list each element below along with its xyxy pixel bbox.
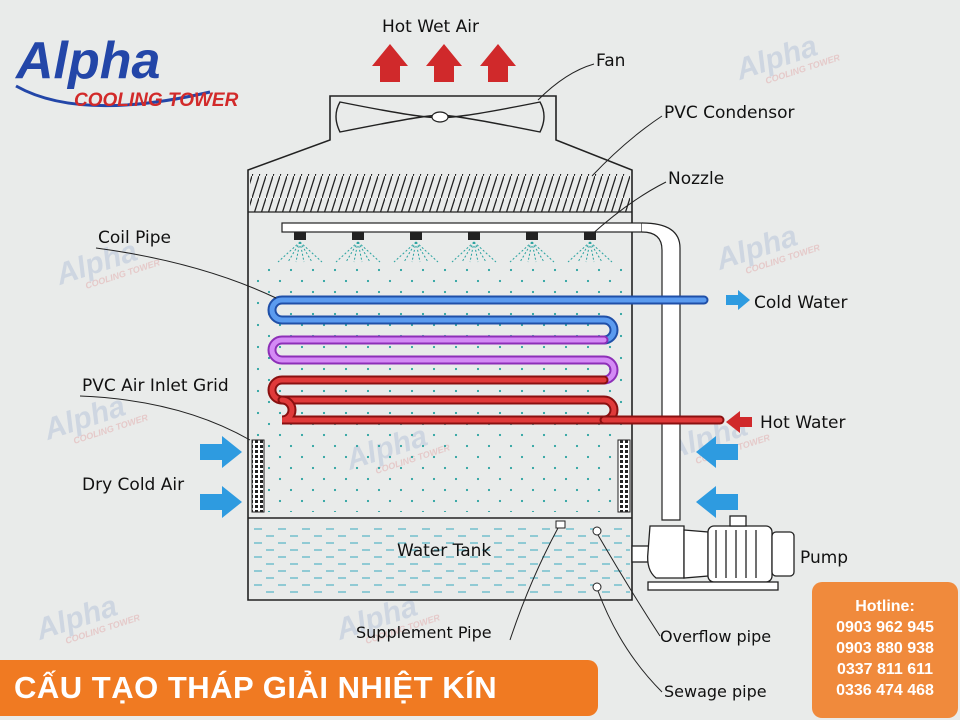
nozzle-label: Nozzle	[668, 169, 724, 189]
fan	[335, 101, 545, 133]
sewage-pipe-label: Sewage pipe	[664, 682, 767, 701]
pvc-condensor	[250, 174, 630, 212]
supplement-pipe-label: Supplement Pipe	[356, 623, 492, 642]
alpha-cooling-tower-logo: Alpha COOLING TOWER	[14, 32, 239, 111]
nozzle	[451, 232, 497, 263]
hotline-number-4[interactable]: 0336 474 468	[836, 682, 934, 699]
cold-air-arrow-right-1	[696, 436, 738, 468]
dry-cold-air-label: Dry Cold Air	[82, 475, 184, 495]
nozzle	[277, 232, 323, 263]
cold-air-arrow-right-2	[696, 486, 738, 518]
cold-air-arrow-left-2	[200, 486, 242, 518]
page-title: CẤU TẠO THÁP GIẢI NHIỆT KÍN	[14, 670, 498, 705]
nozzle	[393, 232, 439, 263]
coil-pipe-leader	[95, 247, 277, 299]
condensor-leader	[591, 115, 663, 177]
supplement-pipe-leader	[509, 527, 559, 641]
water-tank	[250, 528, 630, 598]
hot-air-arrow-1	[372, 44, 408, 82]
hot-air-arrow-2	[426, 44, 462, 82]
pvc-condensor-label: PVC Condensor	[664, 103, 794, 123]
logo-brand: Alpha	[14, 32, 160, 90]
air-inlet-grid-leader	[79, 395, 251, 441]
overflow-pipe-label: Overflow pipe	[660, 627, 771, 646]
hotline-number-3[interactable]: 0337 811 611	[836, 661, 934, 678]
air-inlet-grid-left	[251, 439, 265, 513]
overflow-pipe-leader	[597, 534, 661, 637]
hotline-number-2[interactable]: 0903 880 938	[836, 640, 934, 657]
coil-pipe	[267, 295, 725, 425]
title-banner: CẤU TẠO THÁP GIẢI NHIỆT KÍN	[0, 660, 598, 716]
cold-water-label: Cold Water	[754, 293, 847, 313]
hotline-label: Hotline:	[855, 598, 915, 615]
cold-air-arrow-left-1	[200, 436, 242, 468]
fan-leader	[537, 63, 595, 101]
water-tank-label: Water Tank	[397, 541, 491, 561]
fan-label: Fan	[596, 51, 625, 71]
tower-outline	[247, 95, 633, 601]
hotline-number-1[interactable]: 0903 962 945	[836, 619, 934, 636]
hot-water-label: Hot Water	[760, 413, 846, 433]
nozzle-leader	[589, 181, 667, 237]
nozzle	[335, 232, 381, 263]
tank-ports	[555, 520, 602, 592]
hot-water-arrow	[726, 411, 752, 433]
hot-air-arrows	[372, 44, 516, 82]
hotline-box: Hotline: 0903 962 945 0903 880 938 0337 …	[812, 582, 958, 718]
nozzle	[509, 232, 555, 263]
nozzle-group	[277, 232, 613, 263]
nozzle	[567, 232, 613, 263]
dry-cold-air-arrows	[200, 436, 738, 518]
hot-air-arrow-3	[480, 44, 516, 82]
pump-label: Pump	[800, 548, 848, 568]
pvc-air-inlet-grid-label: PVC Air Inlet Grid	[82, 376, 229, 396]
sewage-pipe-leader	[597, 590, 663, 693]
logo-tagline: COOLING TOWER	[74, 90, 239, 111]
cold-water-arrow	[726, 290, 750, 310]
air-inlet-grid-right	[617, 439, 631, 513]
hot-wet-air-label: Hot Wet Air	[382, 17, 479, 37]
coil-pipe-label: Coil Pipe	[98, 228, 171, 248]
pump	[631, 515, 795, 591]
